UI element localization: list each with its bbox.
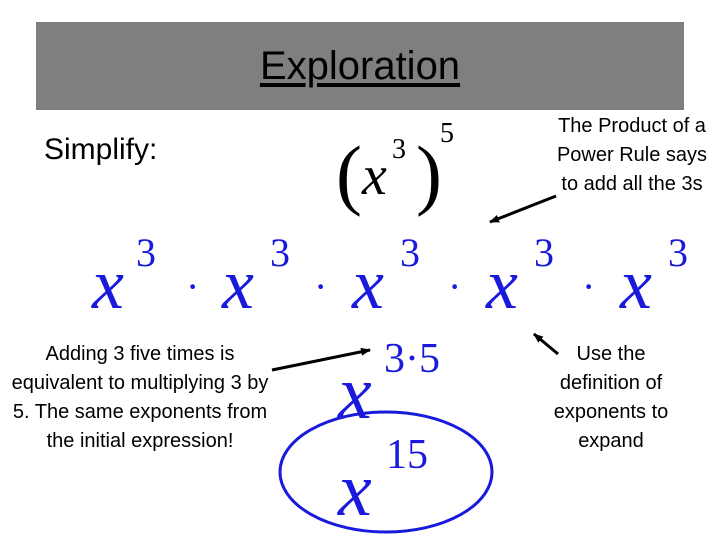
- original-inner-exponent: 3: [392, 134, 406, 165]
- expanded-base-2: x: [221, 244, 254, 324]
- expanded-exponent-5: 3: [668, 230, 688, 275]
- product-dot-2: ·: [314, 264, 327, 309]
- expanded-exponent-2: 3: [270, 230, 290, 275]
- result-base: x: [337, 448, 372, 532]
- expanded-exponent-4: 3: [534, 230, 554, 275]
- expanded-exponent-1: 3: [136, 230, 156, 275]
- definition-note: Use the definition of exponents to expan…: [553, 343, 669, 452]
- result-circle: [278, 410, 494, 534]
- multiplied-exponent-expression: x 3·5: [337, 336, 440, 435]
- definition-arrow: [533, 332, 559, 356]
- adding-note: Adding 3 five times is equivalent to mul…: [11, 343, 269, 452]
- close-paren: ): [416, 130, 442, 217]
- product-dot-3: ·: [448, 264, 461, 309]
- product-dot-4: ·: [582, 264, 595, 309]
- expanded-base-5: x: [619, 244, 652, 324]
- expanded-base-4: x: [485, 244, 518, 324]
- title-bar: [36, 22, 684, 110]
- slide-title: Exploration: [259, 44, 461, 88]
- simplify-prompt: Simplify:: [44, 133, 158, 166]
- product-dot-1: ·: [186, 264, 199, 309]
- multiplied-exponent: 3·5: [384, 336, 440, 382]
- original-outer-exponent: 5: [440, 118, 454, 149]
- expanded-base-1: x: [91, 244, 124, 324]
- open-paren: (: [336, 130, 362, 217]
- expanded-exponent-3: 3: [400, 230, 420, 275]
- expanded-base-3: x: [351, 244, 384, 324]
- result-exponent: 15: [386, 432, 428, 478]
- product-rule-arrow: [489, 194, 557, 224]
- original-base: x: [361, 145, 387, 207]
- adding-arrow: [271, 347, 371, 372]
- product-rule-note: The Product of a Power Rule says to add …: [556, 115, 708, 195]
- multiplied-base: x: [337, 351, 372, 435]
- result-expression: x 15: [278, 410, 494, 534]
- expanded-product: x 3 · x 3 · x 3 · x 3 · x 3: [91, 230, 688, 324]
- original-expression: ( x 3 ) 5: [336, 118, 454, 217]
